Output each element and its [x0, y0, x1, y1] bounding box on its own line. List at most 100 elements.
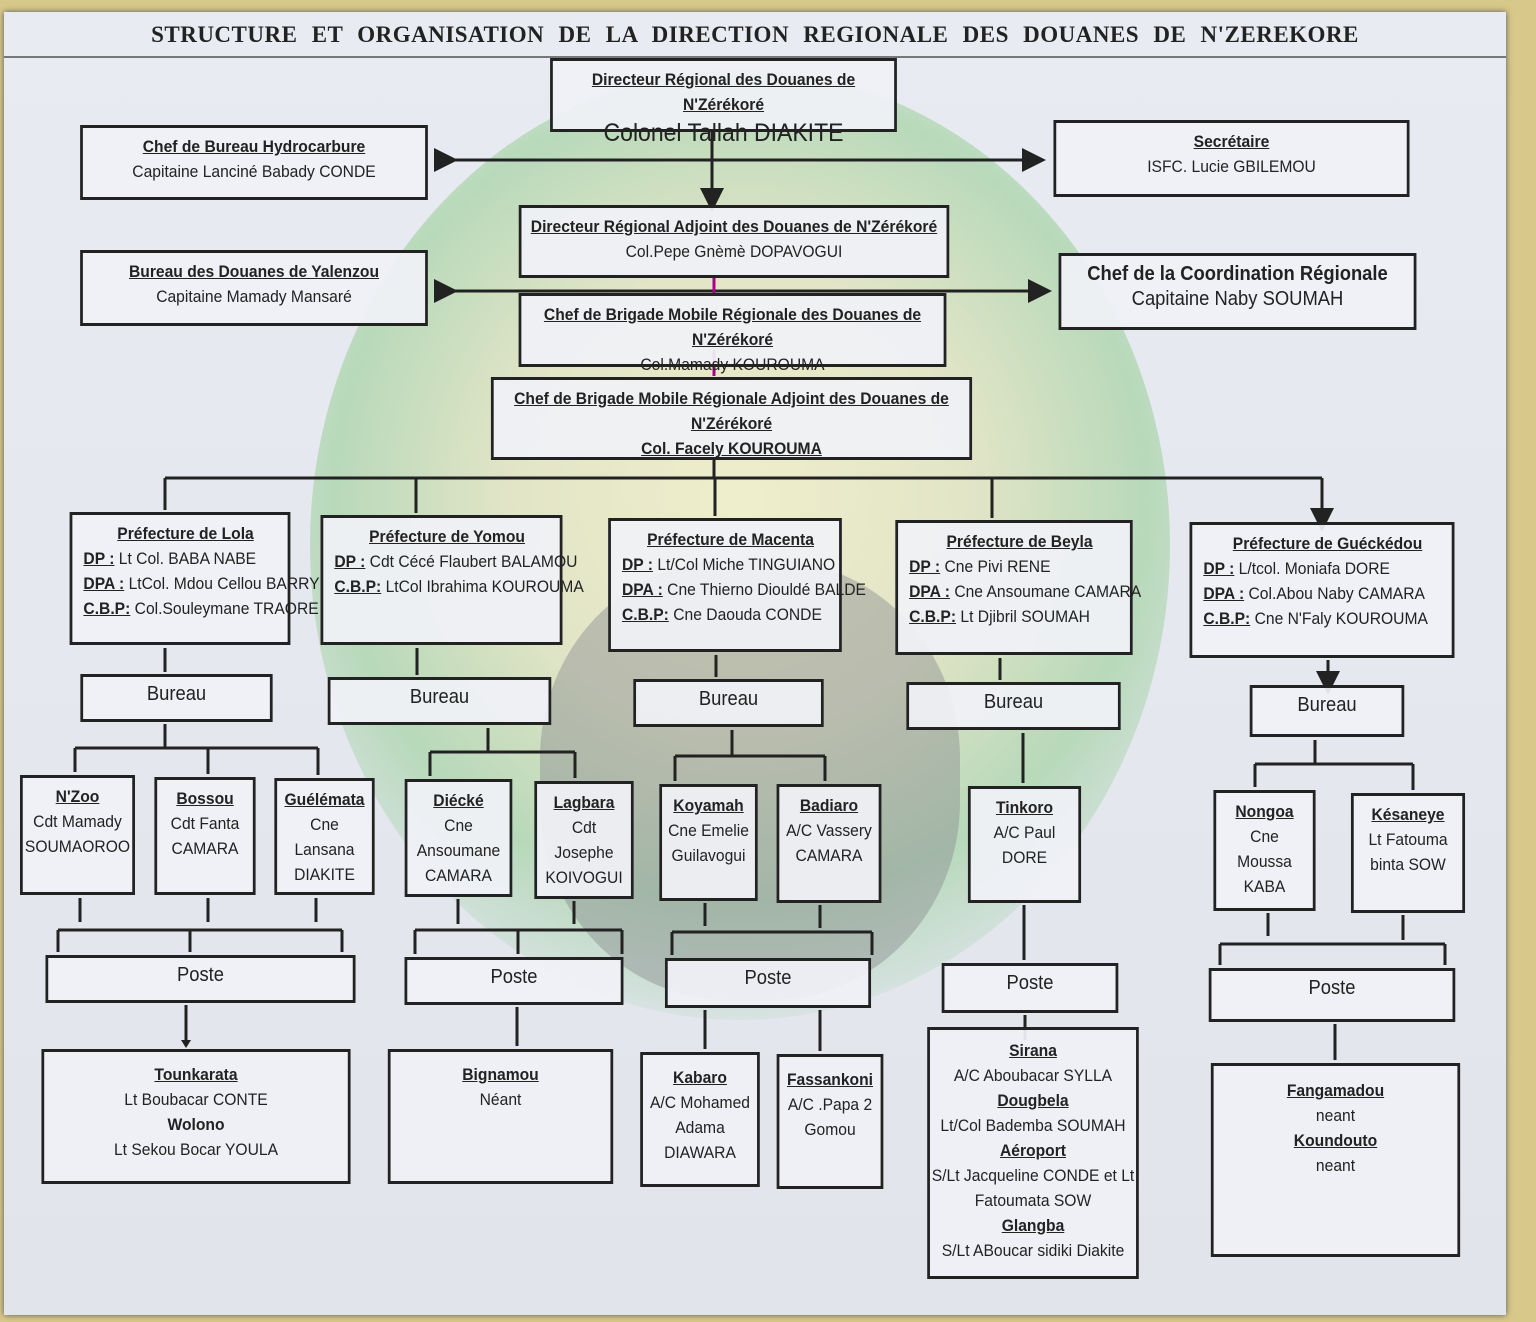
brigade-adjoint-name: Col. Facely KOUROUMA — [641, 439, 822, 458]
bureau-label: Bureau — [698, 688, 759, 710]
role-holder: Lt Col. BABA NABE — [118, 549, 257, 568]
poste-chief: Lt Boubacar CONTE — [124, 1090, 268, 1109]
bureau-kesaneye: Késaneye Lt Fatouma binta SOW — [1350, 793, 1466, 913]
bureau-chief: KABA — [1243, 877, 1286, 896]
hydro-name: Capitaine Lanciné Babady CONDE — [132, 162, 376, 181]
director-name: Colonel Tallah DIAKITE — [603, 119, 844, 147]
poste-chief: A/C Mohamed — [650, 1093, 750, 1112]
coordination-name: Capitaine Naby SOUMAH — [1131, 288, 1344, 310]
brigade-name: Col.Mamady KOUROUMA — [640, 355, 825, 374]
poste-name: Wolono — [167, 1115, 225, 1134]
poste-chief: A/C .Papa 2 — [787, 1095, 873, 1114]
bureau-chief: Cdt Fanta — [170, 814, 240, 833]
poste-name: Fangamadou — [1286, 1081, 1385, 1100]
poste-chief: S/Lt ABoucar sidiki Diakite — [941, 1241, 1125, 1260]
bureau-chief: DORE — [1001, 848, 1048, 867]
poste-name: Fassankoni — [786, 1070, 874, 1089]
adjoint-title: Directeur Régional Adjoint des Douanes d… — [530, 217, 938, 236]
role-label: DPA : — [83, 574, 125, 593]
prefecture-title: Préfecture de Yomou — [369, 527, 525, 546]
bureau-chief: Moussa — [1237, 852, 1292, 871]
poste-name: Glangba — [1001, 1216, 1065, 1235]
role-label: DPA : — [1203, 584, 1245, 603]
bureau-label-lola: Bureau — [80, 674, 273, 722]
role-label: C.B.P: — [334, 577, 382, 596]
brigade-box: Chef de Brigade Mobile Régionale des Dou… — [518, 293, 947, 374]
bureau-name: Badiaro — [799, 796, 859, 815]
role-label: C.B.P: — [83, 599, 131, 618]
director-box: Directeur Régional des Douanes de N'Zéré… — [550, 58, 897, 147]
role-holder: Cne N'Faly KOUROUMA — [1254, 609, 1428, 628]
yalenzou-title: Bureau des Douanes de Yalenzou — [128, 262, 380, 281]
poste-name: Kabaro — [673, 1068, 727, 1087]
role-holder: LtCol Ibrahima KOUROUMA — [385, 577, 584, 596]
role-holder: Cne Ansoumane CAMARA — [954, 582, 1142, 601]
bureau-chief: Lt Fatouma — [1368, 830, 1448, 849]
poste-name: Aéroport — [999, 1141, 1067, 1160]
poste-name: Dougbela — [997, 1091, 1069, 1110]
poste-label: Poste — [490, 966, 538, 988]
poste-name: Koundouto — [1293, 1131, 1378, 1150]
role-holder: LtCol. Mdou Cellou BARRY — [128, 574, 320, 593]
role-holder: Cdt Cécé Flaubert BALAMOU — [369, 552, 578, 571]
poste-chief: Fatoumata SOW — [974, 1191, 1092, 1210]
prefecture-title: Préfecture de Guéckédou — [1232, 534, 1423, 553]
director-title: Directeur Régional des Douanes de N'Zéré… — [591, 70, 856, 114]
bureau-chief: Ansoumane — [416, 841, 501, 860]
bureau-chief: Josephe — [554, 843, 614, 862]
secretary-title: Secrétaire — [1193, 132, 1270, 151]
bureau-name: Guélémata — [284, 790, 365, 809]
brigade-adjoint-box: Chef de Brigade Mobile Régionale Adjoint… — [490, 377, 973, 460]
bureau-chief: KOIVOGUI — [545, 868, 623, 887]
role-label: DP : — [1203, 559, 1235, 578]
bureau-chief: Cdt — [571, 818, 597, 837]
poste-label: Poste — [176, 964, 225, 986]
bureau-chief: Cne — [1250, 827, 1279, 846]
poste-chief: A/C Aboubacar SYLLA — [953, 1066, 1113, 1085]
secretary-name: ISFC. Lucie GBILEMOU — [1147, 157, 1316, 176]
bureau-name: Lagbara — [553, 793, 615, 812]
role-holder: Cne Thierno Diouldé BALDE — [667, 580, 866, 599]
bureau-chief: binta SOW — [1370, 855, 1446, 874]
bureau-label-gueckedou: Bureau — [1249, 685, 1405, 737]
bureau-label: Bureau — [1297, 694, 1357, 716]
poste-label-beyla: Poste — [941, 963, 1119, 1013]
bureau-name: Bossou — [176, 789, 234, 808]
coordination-title: Chef de la Coordination Régionale — [1087, 263, 1388, 285]
bureau-chief: CAMARA — [795, 846, 863, 865]
adjoint-name: Col.Pepe Gnèmè DOPAVOGUI — [625, 242, 843, 261]
poste-label-macenta: Poste — [664, 958, 872, 1008]
prefecture-title: Préfecture de Macenta — [647, 530, 814, 549]
role-label: C.B.P: — [909, 607, 957, 626]
poste-label: Poste — [744, 967, 792, 989]
bureau-chief: Lansana — [294, 840, 355, 859]
bureau-name: Késaneye — [1371, 805, 1445, 824]
bureau-name: Diécké — [433, 791, 484, 810]
poste-chief: S/Lt Jacqueline CONDE et Lt — [931, 1166, 1135, 1185]
poste-chief: Néant — [479, 1090, 522, 1109]
role-label: DPA : — [909, 582, 950, 601]
poste-name: Tounkarata — [154, 1065, 238, 1084]
role-label: DP : — [334, 552, 366, 571]
bureau-chief: CAMARA — [171, 839, 239, 858]
poste-chief: Adama — [675, 1118, 725, 1137]
prefecture-title: Préfecture de Beyla — [946, 532, 1093, 551]
bureau-chief: SOUMAOROO — [24, 837, 131, 856]
role-holder: L/tcol. Moniafa DORE — [1238, 559, 1390, 578]
role-holder: Cne Daouda CONDE — [673, 605, 822, 624]
